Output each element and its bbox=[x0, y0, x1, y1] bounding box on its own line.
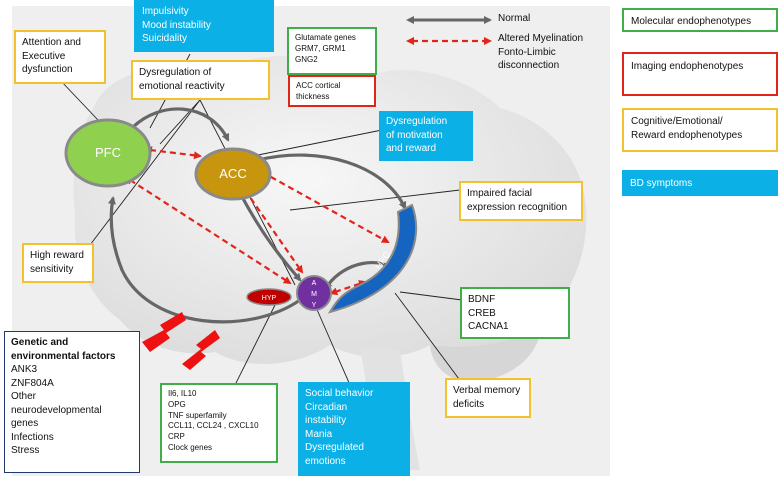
reward-line2: sensitivity bbox=[30, 263, 74, 275]
amy-letter-a: A bbox=[312, 280, 317, 287]
lightning-bolt-upper bbox=[142, 312, 186, 352]
genetic-item-infections: Infections bbox=[11, 431, 54, 443]
legend-altered-line1: Altered Myelination bbox=[498, 33, 584, 44]
facial-line2: expression recognition bbox=[467, 201, 568, 213]
legend-cognitive-line2: Reward endophenotypes bbox=[631, 129, 743, 141]
facial-line1: Impaired facial bbox=[467, 188, 533, 199]
genetic-title-line1: Genetic and bbox=[11, 337, 69, 348]
inflammatory-line3: TNF superfamily bbox=[168, 410, 227, 420]
amy-letter-y: Y bbox=[312, 302, 317, 309]
dysreg-emotional-line2: emotional reactivity bbox=[139, 80, 225, 92]
dysreg-emotional-line1: Dysregulation of bbox=[139, 67, 212, 78]
social-line4: Mania bbox=[305, 428, 333, 440]
glutamate-box: Glutamate genes GRM7, GRM1 GNG2 bbox=[287, 27, 377, 75]
hyp-node[interactable] bbox=[246, 288, 292, 306]
attention-line1: Attention and bbox=[22, 37, 81, 48]
glutamate-line1: Glutamate genes bbox=[295, 33, 356, 42]
genetic-item-stress: Stress bbox=[11, 445, 40, 456]
attention-line2: Executive bbox=[22, 50, 66, 62]
bdnf-line1: BDNF bbox=[468, 294, 496, 305]
social-line1: Social behavior bbox=[305, 388, 374, 399]
legend-molecular: Molecular endophenotypes bbox=[622, 8, 778, 32]
amy-letter-m: M bbox=[311, 291, 317, 298]
hpc-node[interactable] bbox=[327, 203, 418, 314]
reward-box: High reward sensitivity bbox=[22, 243, 94, 283]
verbal-line2: deficits bbox=[453, 398, 485, 410]
attention-box: Attention and Executive dysfunction bbox=[14, 30, 106, 84]
dysreg-motivation-line3: and reward bbox=[386, 143, 437, 154]
acc-node[interactable] bbox=[194, 147, 272, 201]
social-behavior-box: Social behavior Circadian instability Ma… bbox=[298, 382, 410, 476]
legend-cognitive: Cognitive/Emotional/ Reward endophenotyp… bbox=[622, 108, 778, 152]
inflammatory-line5: CRP bbox=[168, 432, 185, 442]
pfc-node[interactable] bbox=[64, 118, 152, 188]
social-line2: Circadian bbox=[305, 401, 348, 413]
acc-cortical-line1: ACC cortical bbox=[296, 81, 341, 90]
impulsivity-line3: Suicidality bbox=[142, 33, 188, 44]
legend-cognitive-line1: Cognitive/Emotional/ bbox=[631, 116, 723, 127]
attention-line3: dysfunction bbox=[22, 64, 73, 75]
legend-symptoms-label: BD symptoms bbox=[630, 178, 693, 189]
inflammatory-line2: OPG bbox=[168, 399, 186, 409]
altered-connections bbox=[124, 146, 390, 296]
bdnf-line3: CACNA1 bbox=[468, 321, 509, 332]
genetic-factors-box: Genetic and environmental factors ANK3 Z… bbox=[4, 331, 140, 473]
verbal-memory-box: Verbal memory deficits bbox=[445, 378, 531, 418]
acc-cortical-box: ACC cortical thickness bbox=[288, 75, 376, 107]
legend-molecular-label: Molecular endophenotypes bbox=[631, 16, 752, 27]
acc-label: ACC bbox=[219, 166, 246, 181]
impulsivity-line1: Impulsivity bbox=[142, 6, 189, 17]
glutamate-line3: GNG2 bbox=[295, 54, 318, 64]
dysreg-emotional-box: Dysregulation of emotional reactivity bbox=[131, 60, 270, 100]
dysreg-motivation-box: Dysregulation of motivation and reward bbox=[379, 111, 473, 161]
verbal-line1: Verbal memory bbox=[453, 385, 521, 396]
legend-imaging-label: Imaging endophenotypes bbox=[631, 61, 744, 72]
legend-imaging: Imaging endophenotypes bbox=[622, 52, 778, 96]
amy-node[interactable] bbox=[296, 275, 332, 311]
legend-normal-label: Normal bbox=[498, 13, 531, 24]
inflammatory-line6: Clock genes bbox=[168, 442, 213, 452]
genetic-title-line2: environmental factors bbox=[11, 350, 116, 362]
social-line5: Dysregulated bbox=[305, 442, 364, 453]
impulsivity-box: Impulsivity Mood instability Suicidality bbox=[134, 0, 274, 52]
dysreg-motivation-line1: Dysregulation bbox=[386, 116, 448, 127]
genetic-item-znf804a: ZNF804A bbox=[11, 377, 54, 389]
genetic-item-other: Other bbox=[11, 391, 37, 402]
glutamate-line2: GRM7, GRM1 bbox=[295, 43, 346, 53]
lightning-bolt-lower bbox=[182, 330, 220, 370]
genetic-item-ank3: ANK3 bbox=[11, 364, 38, 375]
genetic-item-genes: genes bbox=[11, 418, 39, 429]
legend-symptoms: BD symptoms bbox=[622, 170, 778, 196]
reward-line1: High reward bbox=[30, 250, 84, 261]
legend-altered-line3: disconnection bbox=[498, 60, 560, 71]
inflammatory-line1: Il6, IL10 bbox=[168, 389, 197, 398]
bdnf-line2: CREB bbox=[468, 307, 496, 319]
pfc-label: PFC bbox=[95, 145, 121, 160]
social-line3: instability bbox=[305, 415, 347, 426]
legend-altered-label: Altered Myelination Fonto-Limbic disconn… bbox=[498, 32, 583, 73]
bdnf-box: BDNF CREB CACNA1 bbox=[460, 287, 570, 339]
impulsivity-line2: Mood instability bbox=[142, 19, 211, 31]
social-line6: emotions bbox=[305, 455, 346, 467]
inflammatory-line4: CCL11, CCL24 , CXCL10 bbox=[168, 421, 259, 431]
inflammatory-box: Il6, IL10 OPG TNF superfamily CCL11, CCL… bbox=[160, 383, 278, 463]
acc-cortical-line2: thickness bbox=[296, 91, 330, 101]
facial-box: Impaired facial expression recognition bbox=[459, 181, 583, 221]
legend-altered-line2: Fonto-Limbic bbox=[498, 46, 556, 58]
genetic-item-neurodevelopmental: neurodevelopmental bbox=[11, 404, 102, 416]
dysreg-motivation-line2: of motivation bbox=[386, 129, 443, 141]
cerebellum bbox=[430, 320, 541, 382]
hyp-label: HYP bbox=[262, 295, 277, 302]
